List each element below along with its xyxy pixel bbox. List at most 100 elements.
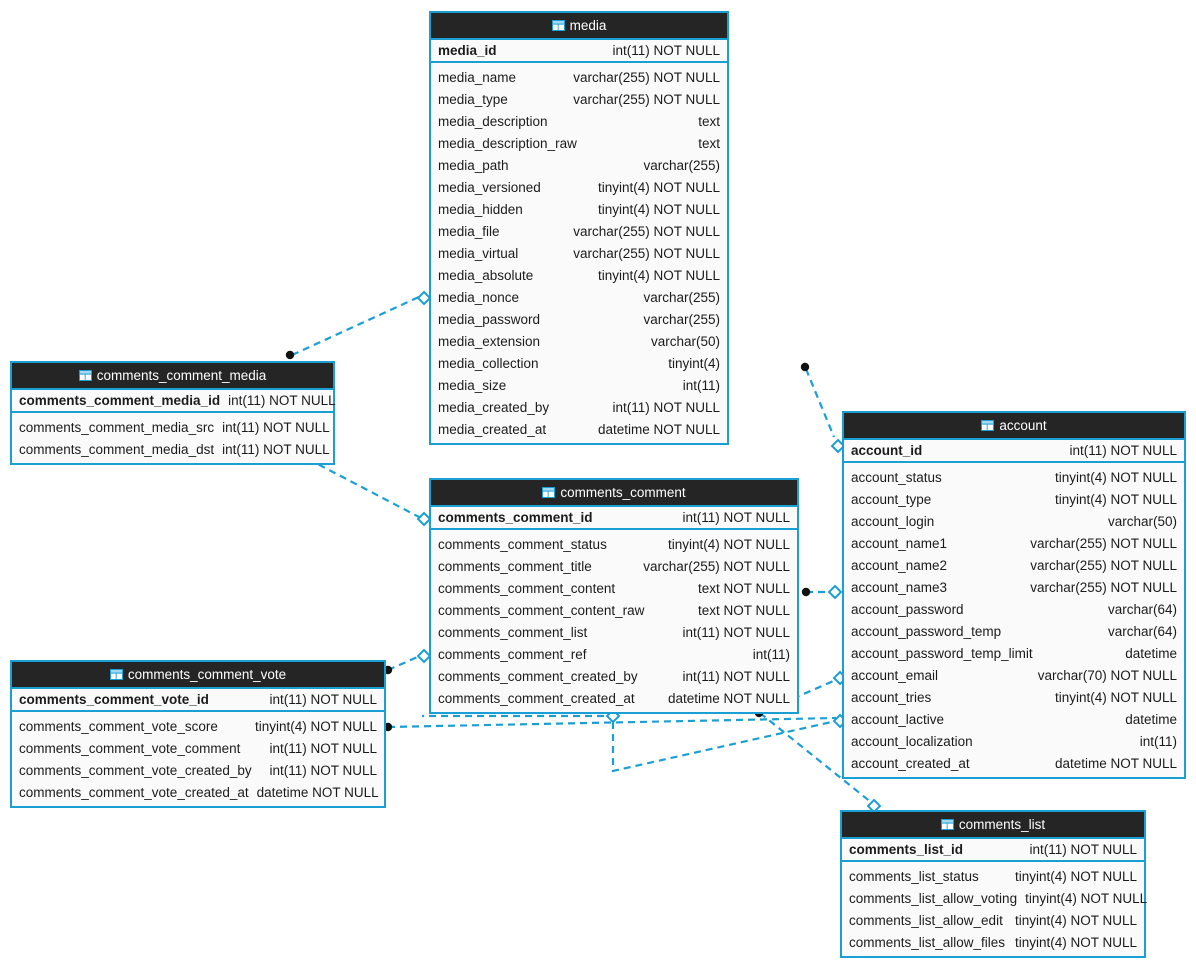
table-title: comments_comment_media (96, 368, 267, 383)
table-header-account[interactable]: account (844, 413, 1184, 438)
table-icon (981, 420, 995, 431)
column-row[interactable]: comments_comment_ref int(11) (431, 643, 797, 665)
column-name: comments_comment_ref (438, 646, 587, 662)
primary-key-type: int(11) NOT NULL (682, 510, 790, 525)
column-name: account_tries (851, 689, 932, 705)
column-name: account_password_temp (851, 623, 1002, 639)
column-name: comments_comment_list (438, 624, 588, 640)
column-type: int(11) NOT NULL (682, 624, 790, 640)
primary-key-type: int(11) NOT NULL (228, 393, 336, 408)
column-name: media_type (438, 91, 508, 107)
column-type: varchar(50) (1107, 513, 1177, 529)
table-header-comments_comment_media[interactable]: comments_comment_media (12, 363, 333, 388)
column-type: text (698, 135, 720, 151)
column-type: varchar(255) (643, 289, 720, 305)
primary-key-row[interactable]: comments_comment_media_id int(11) NOT NUL… (12, 388, 336, 413)
column-name: account_name1 (851, 535, 948, 551)
column-type: varchar(255) NOT NULL (573, 223, 720, 239)
column-name: comments_comment_media_src (19, 419, 215, 435)
column-type: varchar(64) (1107, 601, 1177, 617)
table-icon (78, 370, 92, 381)
column-type: tinyint(4) NOT NULL (597, 267, 720, 283)
column-type: tinyint(4) NOT NULL (597, 201, 720, 217)
column-type: varchar(255) NOT NULL (1030, 579, 1177, 595)
primary-key-type: int(11) NOT NULL (612, 43, 720, 58)
table-header-comments_list[interactable]: comments_list (842, 812, 1144, 837)
column-type: int(11) NOT NULL (269, 740, 377, 756)
table-header-media[interactable]: media (431, 13, 727, 38)
column-row[interactable]: comments_comment_list int(11) NOT NULL (431, 621, 797, 643)
table-title: account (999, 418, 1047, 433)
column-name: comments_list_allow_edit (849, 912, 1003, 928)
column-type: int(11) NOT NULL (269, 762, 377, 778)
table-header-comments_comment[interactable]: comments_comment (431, 480, 797, 505)
table-comments_comment_media[interactable]: comments_comment_media comments_comment_m… (10, 361, 336, 465)
column-type: int(11) (752, 646, 790, 662)
column-type: varchar(255) NOT NULL (573, 245, 720, 261)
column-type: text NOT NULL (697, 602, 790, 618)
table-header-comments_comment_vote[interactable]: comments_comment_vote (12, 662, 384, 687)
column-name: account_status (851, 469, 942, 485)
relationship-line-ccvote-comment (387, 653, 423, 672)
primary-key-name: comments_comment_media_id (19, 393, 221, 408)
